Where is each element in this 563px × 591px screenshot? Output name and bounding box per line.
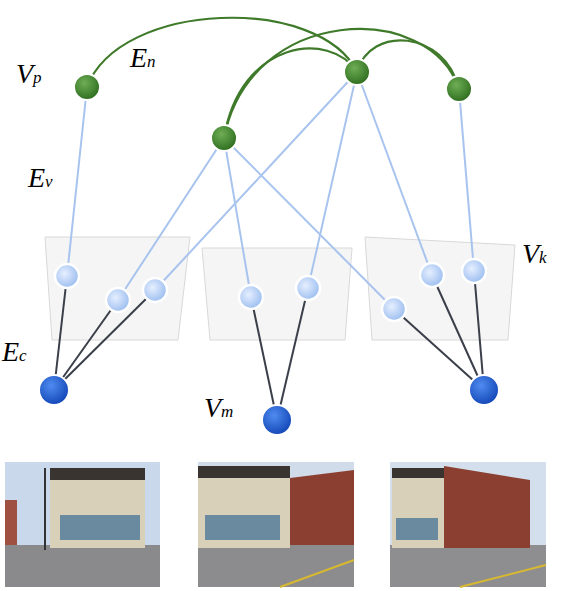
keypoint-node [55,259,486,321]
graph-symbol: Vp [16,60,42,88]
camera-node [39,375,499,435]
graph-symbol: Vk [522,240,547,268]
graph-symbol: Vm [204,394,233,422]
graph-symbol: Ev [28,164,53,192]
graph-symbol: Ec [2,338,27,366]
camera-frustum [45,237,515,340]
camera-edge [54,271,484,420]
street-photo [5,462,546,587]
graph-symbol: En [130,44,156,72]
neighbor-edge [87,18,459,138]
view-edge [67,72,474,309]
